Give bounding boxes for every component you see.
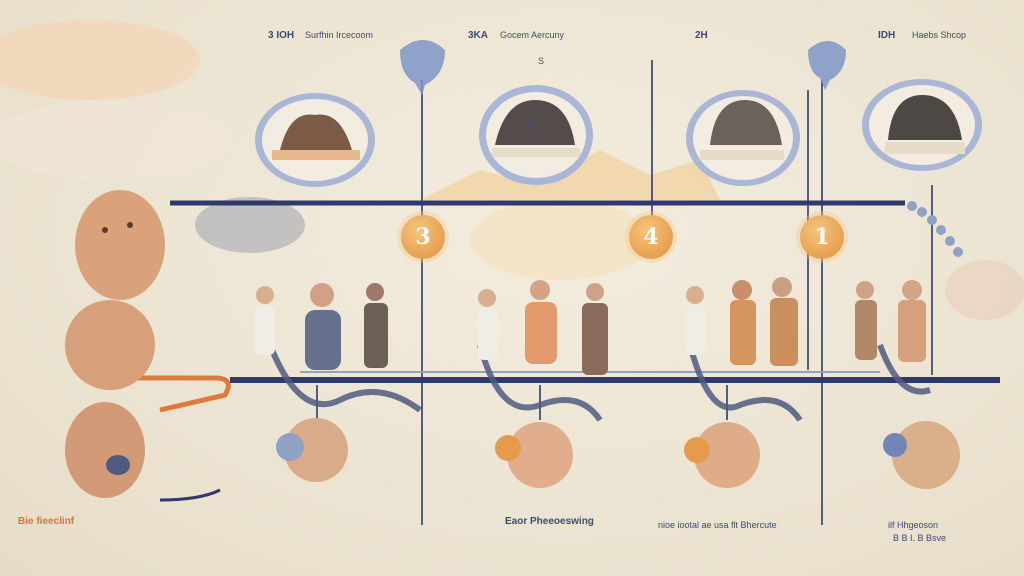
timeline-marker-1: 3 xyxy=(401,215,445,259)
bg-cloud xyxy=(470,200,650,280)
bottom-caption-2: Eaor Pheeoeswing xyxy=(505,516,594,527)
bottom-caption-5: B B I. B Bsve xyxy=(893,533,947,543)
medallion-2 xyxy=(479,85,593,185)
left-portrait-3 xyxy=(65,402,145,498)
medallion-1 xyxy=(255,93,375,187)
caption-1-heading: 3 IOH xyxy=(268,30,295,41)
bg-cloud xyxy=(0,100,230,180)
child-face-1 xyxy=(276,418,348,482)
bg-cloud xyxy=(195,197,305,253)
speech-badge xyxy=(400,40,445,95)
left-portrait-1 xyxy=(75,190,165,300)
bottom-caption-3: nioe iootal ae usa flt Bhercute xyxy=(658,520,777,530)
caption-3-heading: 2H xyxy=(695,30,708,41)
child-face-3 xyxy=(684,422,760,488)
bg-cloud xyxy=(0,20,200,100)
child-face-4 xyxy=(883,421,960,489)
figure-group-1 xyxy=(255,283,388,370)
orange-ribbon xyxy=(130,375,231,413)
caption-2-heading: 3KA xyxy=(468,30,489,41)
left-portrait-2 xyxy=(65,300,155,390)
medallion-3 xyxy=(686,90,800,186)
bead-chain xyxy=(907,201,963,257)
medallion-tag: 8 xyxy=(527,122,533,132)
caption-4-text: Haebs Shcop xyxy=(912,30,967,40)
swoop-ribbons xyxy=(267,343,931,422)
figure-group-3 xyxy=(685,277,798,366)
bottom-caption-1: Bie fieeclinf xyxy=(18,516,75,527)
child-face-2 xyxy=(495,422,573,488)
timeline-marker-3: 1 xyxy=(800,215,844,259)
caption-4-heading: IDH xyxy=(878,30,896,41)
caption-1-text: Surfhin Ircecoom xyxy=(305,30,374,40)
timeline-marker-2: 4 xyxy=(629,215,673,259)
figure-group-2 xyxy=(478,280,608,375)
small-tag: S xyxy=(538,56,545,66)
figure-group-4 xyxy=(855,280,926,362)
bottom-caption-4: ilf Hhgeoson xyxy=(888,520,939,530)
caption-2-text: Gocem Aercuny xyxy=(500,30,565,40)
speech-badge xyxy=(808,41,846,90)
left-swoop xyxy=(159,488,221,502)
vertical-connectors xyxy=(316,60,933,525)
medallion-4 xyxy=(862,79,982,171)
bg-cloud xyxy=(945,260,1024,320)
